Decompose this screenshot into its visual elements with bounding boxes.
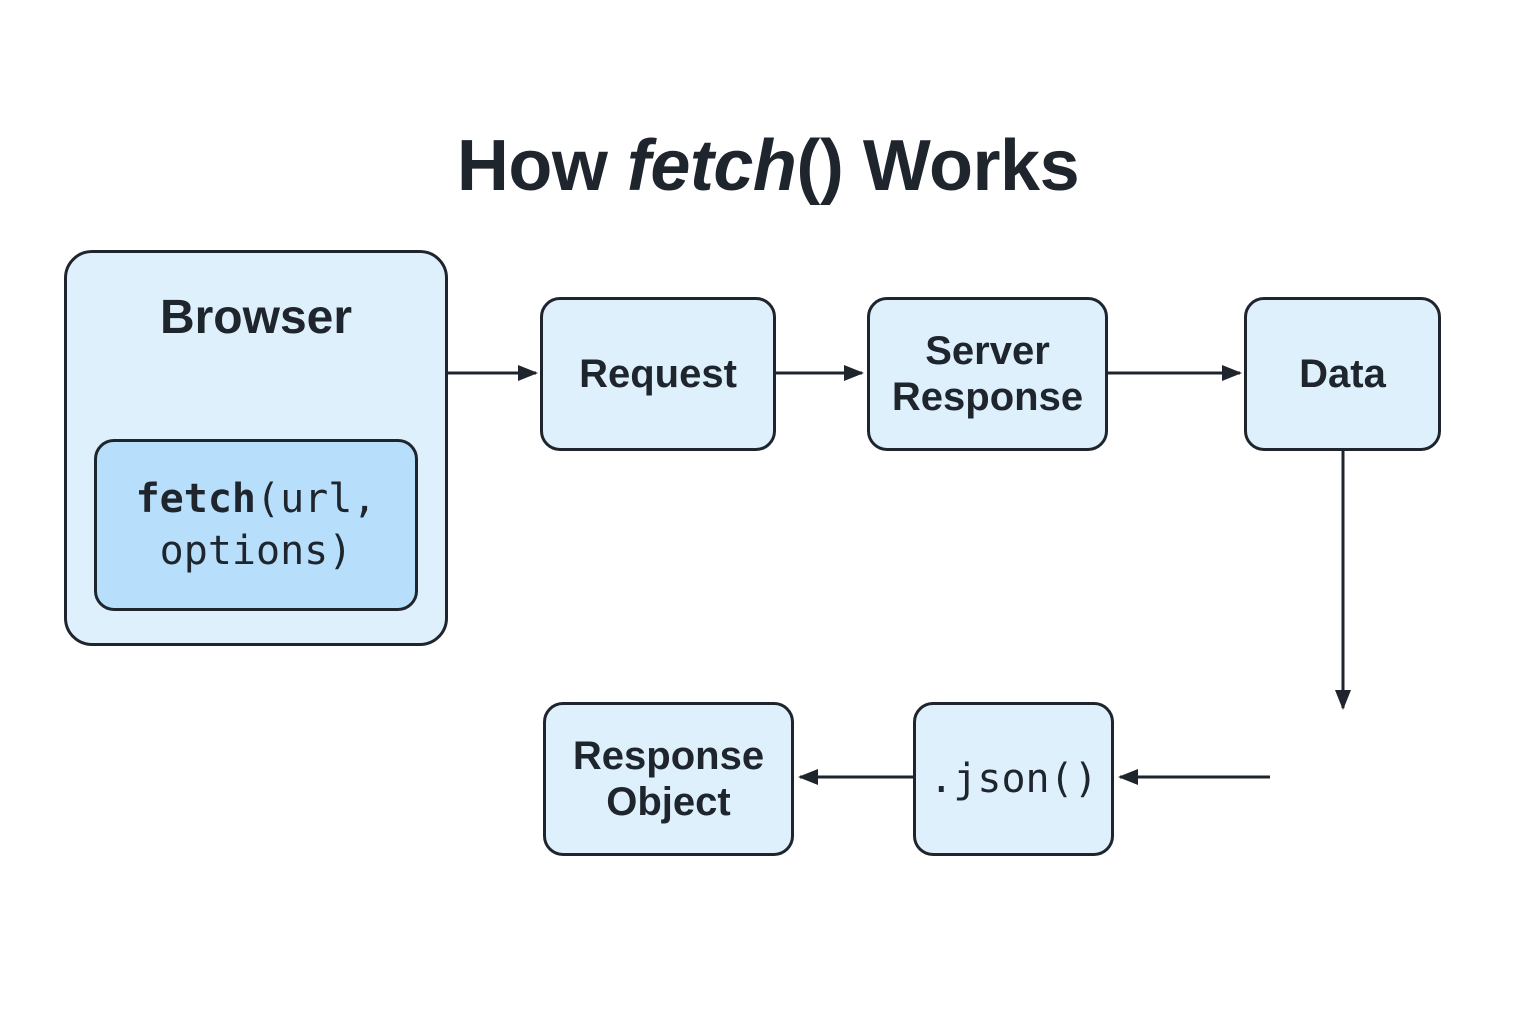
fetch-call-line2: options) (159, 528, 353, 574)
server-response-line1: Server (925, 329, 1050, 373)
diagram-title: How fetch() Works (0, 130, 1536, 202)
title-prefix: How (456, 126, 627, 207)
response-object-line2: Object (606, 780, 731, 824)
title-emphasis: fetch (626, 126, 797, 207)
fetch-call-node: fetch(url, options) (94, 439, 418, 611)
response-object-line1: Response (572, 734, 765, 778)
json-node: .json() (913, 702, 1114, 856)
server-response-line2: Response (891, 375, 1084, 419)
server-response-node: Server Response (867, 297, 1108, 451)
data-node: Data (1244, 297, 1441, 451)
browser-label: Browser (159, 291, 353, 344)
request-node: Request (540, 297, 776, 451)
fetch-function-name: fetch (135, 476, 256, 522)
fetch-call-line1: fetch(url, (136, 473, 377, 525)
response-object-node: Response Object (543, 702, 794, 856)
data-label: Data (1299, 351, 1386, 396)
fetch-args-first: (url, (256, 476, 377, 522)
json-label: .json() (929, 756, 1098, 802)
title-suffix: () Works (796, 126, 1080, 207)
request-label: Request (579, 351, 737, 396)
